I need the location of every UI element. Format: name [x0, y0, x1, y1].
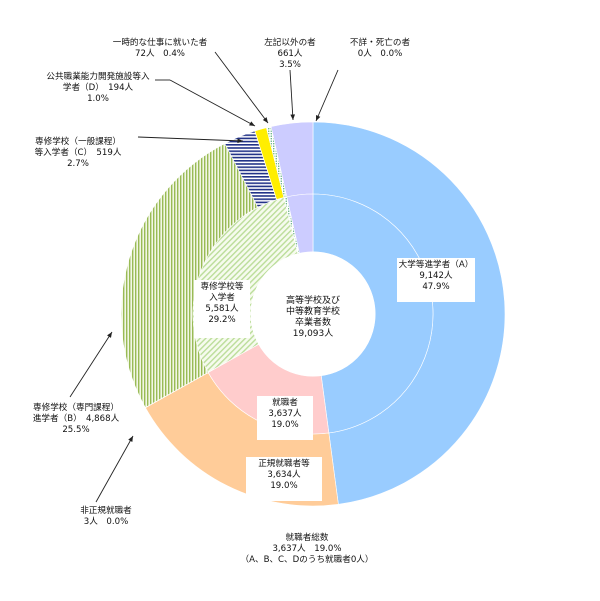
- label-university-line: 47.9%: [422, 282, 449, 292]
- label-university-line: 9,142人: [419, 270, 453, 281]
- leader-temporary-job: [214, 51, 269, 124]
- label-temporary-job-line: 一時的な仕事に就いた者: [113, 36, 208, 48]
- label-vocational-general-line: 2.7%: [67, 159, 89, 169]
- label-public-training-line: 1.0%: [87, 94, 109, 104]
- leader-unknown-dead-head: [316, 115, 321, 121]
- label-public-training-line: 学者（D） 194人: [63, 81, 134, 93]
- label-university-line: 大学等進学者（A）: [399, 258, 474, 270]
- label-vocational-specialized-line: 専修学校（専門課程）: [33, 401, 119, 413]
- leader-irregular-employed-head: [128, 436, 133, 442]
- leader-unknown-dead: [315, 69, 339, 122]
- label-vocational-specialized-line: 進学者（B） 4,868人: [33, 412, 120, 424]
- label-vocational-specialized-line: 25.5%: [62, 425, 89, 435]
- label-vocational-general-line: 専修学校（一般課程）: [35, 135, 121, 147]
- label-employed-box: [257, 396, 313, 440]
- label-others-line: 左記以外の者: [264, 36, 316, 48]
- label-employed-line: 19.0%: [271, 420, 298, 430]
- center-circle: [250, 251, 376, 377]
- label-unknown-dead-line: 0人 0.0%: [358, 48, 403, 59]
- center-label-line: 高等学校及び: [286, 294, 340, 306]
- leader-others-head: [290, 114, 296, 120]
- label-vocational-entrants-line: 5,581人: [205, 303, 239, 314]
- center-label-line: 19,093人: [293, 328, 334, 339]
- leader-lines: [69, 51, 339, 503]
- center-hole: [250, 251, 376, 377]
- leader-vocational-specialized: [69, 331, 113, 398]
- leader-temporary-job-head: [262, 117, 268, 123]
- label-vocational-general-line: 等入学者（C） 519人: [35, 146, 122, 158]
- label-others-line: 3.5%: [279, 60, 301, 70]
- label-employed-line: 3,637人: [268, 408, 302, 419]
- label-vocational-entrants-line: 専修学校等: [201, 280, 244, 292]
- label-regular-employed-line: 正規就職者等: [258, 457, 310, 469]
- label-vocational-entrants-line: 入学者: [209, 291, 235, 303]
- label-temporary-job-line: 72人 0.4%: [135, 48, 185, 59]
- center-label-line: 卒業者数: [295, 316, 331, 328]
- leader-others: [289, 69, 294, 121]
- label-irregular-employed-line: 3人 0.0%: [84, 516, 129, 527]
- label-footer-line: 3,637人 19.0%: [272, 543, 341, 554]
- label-university-box: [397, 258, 475, 302]
- label-employed-line: 就職者: [272, 396, 298, 408]
- label-regular-employed-line: 19.0%: [270, 481, 297, 491]
- label-footer-line: 就職者総数: [286, 531, 329, 543]
- leader-public-training-head: [249, 121, 255, 126]
- center-label-line: 中等教育学校: [286, 305, 340, 317]
- label-others-line: 661人: [278, 48, 303, 59]
- leader-public-training: [169, 79, 256, 127]
- label-footer-line: （A、B、C、Dのうち就職者0人）: [241, 553, 374, 565]
- label-unknown-dead-line: 不詳・死亡の者: [350, 36, 411, 48]
- label-regular-employed-line: 3,634人: [267, 469, 301, 480]
- label-regular-employed-box: [246, 457, 322, 501]
- label-public-training-line: 公共職業能力開発施設等入: [46, 70, 150, 82]
- label-irregular-employed-line: 非正規就職者: [80, 504, 132, 516]
- leader-vocational-specialized-head: [107, 332, 112, 338]
- leader-vocational-general-head: [237, 138, 243, 144]
- leader-vocational-general: [137, 136, 244, 142]
- label-vocational-entrants-line: 29.2%: [208, 315, 235, 325]
- leader-irregular-employed: [95, 435, 134, 503]
- label-vocational-entrants-box: [194, 280, 250, 338]
